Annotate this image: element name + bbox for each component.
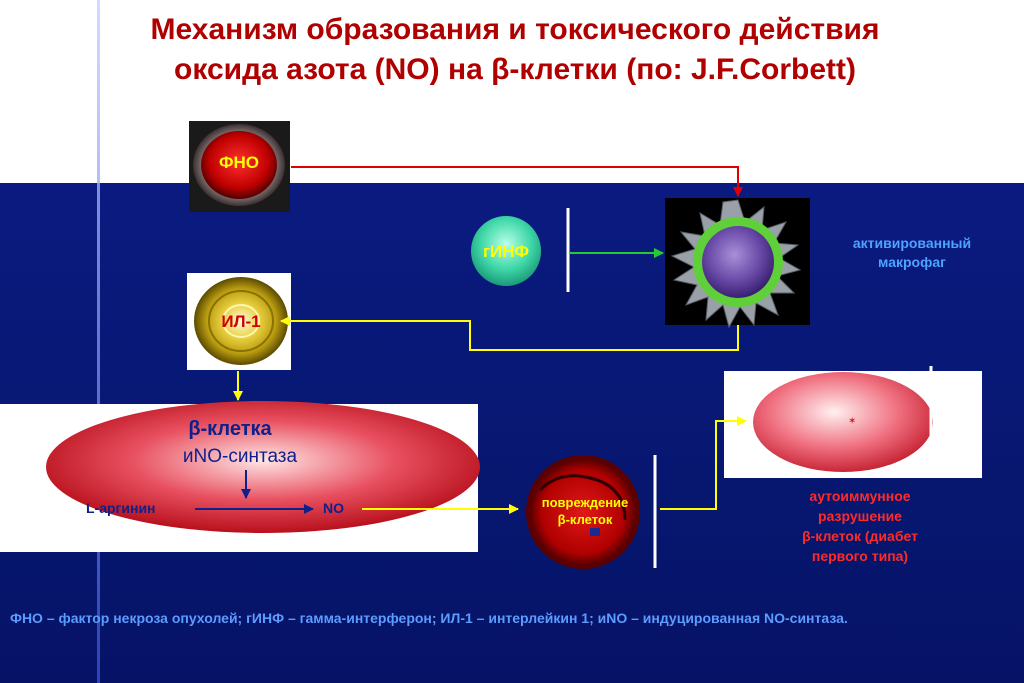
svg-text:✶: ✶ bbox=[848, 416, 856, 427]
label-il1: ИЛ-1 bbox=[221, 312, 261, 331]
label-damage-line-1: повреждение bbox=[541, 495, 629, 510]
beta-cell bbox=[46, 401, 480, 533]
decorative-vertical-line bbox=[97, 0, 100, 683]
slide-title: Механизм образования и токсического дейс… bbox=[40, 10, 990, 90]
label-fno: ФНО bbox=[218, 153, 259, 172]
label-ginf: гИНФ bbox=[482, 242, 530, 261]
footer-legend: ФНО – фактор некроза опухолей; гИНФ – га… bbox=[10, 610, 848, 626]
label-ino-synthase: иNO-синтаза bbox=[182, 446, 298, 467]
label-beta-cell: β-клетка bbox=[188, 418, 272, 440]
header-background bbox=[0, 0, 1024, 183]
label-damage: повреждение β-клеток bbox=[525, 494, 645, 528]
arrow-damage-to-destroyed bbox=[660, 416, 747, 510]
label-autoimmune: аутоиммунное разрушение β-клеток (диабет… bbox=[765, 486, 955, 566]
label-macrophage-line-2: макрофаг bbox=[878, 254, 946, 270]
label-macrophage-line-1: активированный bbox=[852, 235, 972, 251]
title-line-2: оксида азота (NO) на β-клетки (по: J.F.C… bbox=[174, 53, 856, 86]
ginf-cell bbox=[471, 216, 541, 286]
label-no: NO bbox=[323, 500, 344, 516]
label-macrophage: активированный макрофаг bbox=[822, 234, 1002, 272]
damaged-cell bbox=[526, 455, 640, 569]
arrow-macrophage-to-il1 bbox=[280, 316, 739, 351]
label-damage-line-2: β-клеток bbox=[557, 512, 613, 527]
label-autoimmune-line-1: аутоиммунное bbox=[809, 488, 911, 504]
il1-cell bbox=[194, 277, 288, 365]
label-autoimmune-line-3: β-клеток (диабет bbox=[802, 528, 918, 544]
label-autoimmune-line-2: разрушение bbox=[818, 508, 902, 524]
macrophage-cell bbox=[670, 199, 802, 329]
fno-cell bbox=[193, 124, 285, 206]
title-line-1: Механизм образования и токсического дейс… bbox=[150, 13, 880, 46]
arrow-fno-to-macrophage bbox=[291, 166, 743, 197]
destroyed-cell: ✶ bbox=[753, 372, 933, 472]
label-autoimmune-line-4: первого типа) bbox=[811, 548, 909, 564]
label-l-arginine: L-аргинин bbox=[86, 500, 156, 516]
